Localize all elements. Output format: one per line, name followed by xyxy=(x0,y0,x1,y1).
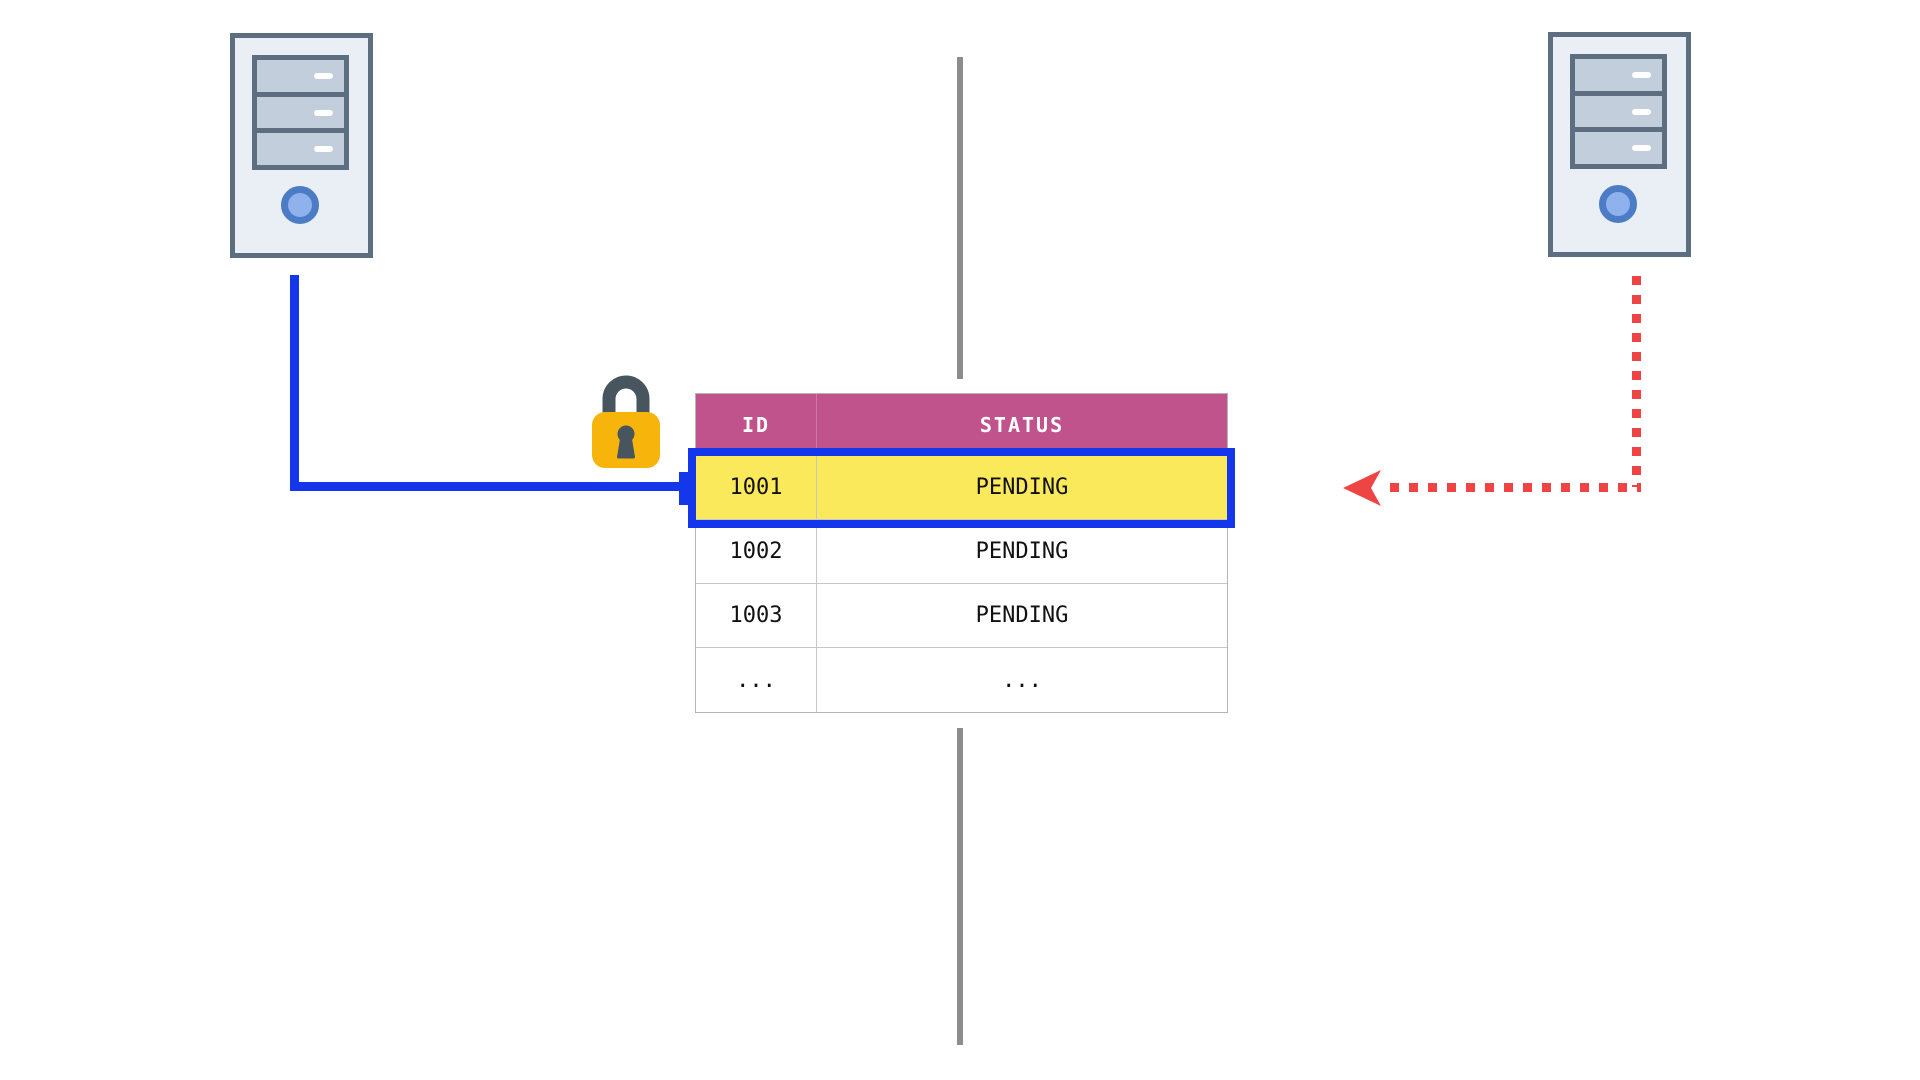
cell-id: 1003 xyxy=(696,584,817,647)
center-divider-top xyxy=(957,57,963,379)
table-row: 1003 PENDING xyxy=(696,584,1227,648)
bay-slot xyxy=(314,109,333,116)
center-divider-bottom xyxy=(957,728,963,1045)
left-server-icon xyxy=(230,33,373,258)
power-button-icon xyxy=(281,186,319,224)
lock-shackle xyxy=(602,375,650,422)
drive-bay xyxy=(1575,95,1662,128)
cell-id: 1001 xyxy=(696,456,817,519)
cell-id: 1002 xyxy=(696,520,817,583)
drive-bay xyxy=(1575,132,1662,165)
cell-status: PENDING xyxy=(975,539,1069,564)
bay-slot xyxy=(314,72,333,79)
blocked-connection-vertical xyxy=(1632,276,1641,487)
lock-connection-vertical xyxy=(290,275,299,491)
drive-bay xyxy=(1575,59,1662,91)
column-header-id: ID xyxy=(696,394,817,456)
table-row: 1002 PENDING xyxy=(696,520,1227,584)
keyhole-stem xyxy=(617,434,635,459)
power-button-icon xyxy=(1599,185,1637,223)
lock-connection-horizontal xyxy=(290,482,682,491)
table-header-row: ID STATUS xyxy=(696,394,1227,456)
arrow-left-icon xyxy=(1343,470,1381,506)
drive-bay xyxy=(257,60,344,92)
bay-slot xyxy=(1632,71,1651,78)
cell-status: ... xyxy=(1002,667,1042,693)
cell-status: PENDING xyxy=(975,603,1069,628)
padlock-icon xyxy=(592,375,660,468)
table-row-locked: 1001 PENDING xyxy=(696,456,1227,520)
column-header-status: STATUS xyxy=(979,413,1065,437)
drive-bay xyxy=(257,96,344,129)
right-server-icon xyxy=(1548,32,1691,257)
blocked-connection-horizontal xyxy=(1390,483,1641,492)
bay-slot xyxy=(1632,145,1651,152)
cell-id: ... xyxy=(696,648,817,712)
drive-bay xyxy=(257,133,344,166)
bay-slot xyxy=(1632,108,1651,115)
lock-connection-plug xyxy=(679,472,694,505)
drive-bays xyxy=(1570,54,1667,169)
cell-status: PENDING xyxy=(975,475,1069,500)
bay-slot xyxy=(314,146,333,153)
table-row-ellipsis: ... ... xyxy=(696,648,1227,712)
status-table: ID STATUS 1001 PENDING 1002 PENDING 1003… xyxy=(695,393,1228,713)
drive-bays xyxy=(252,55,349,170)
